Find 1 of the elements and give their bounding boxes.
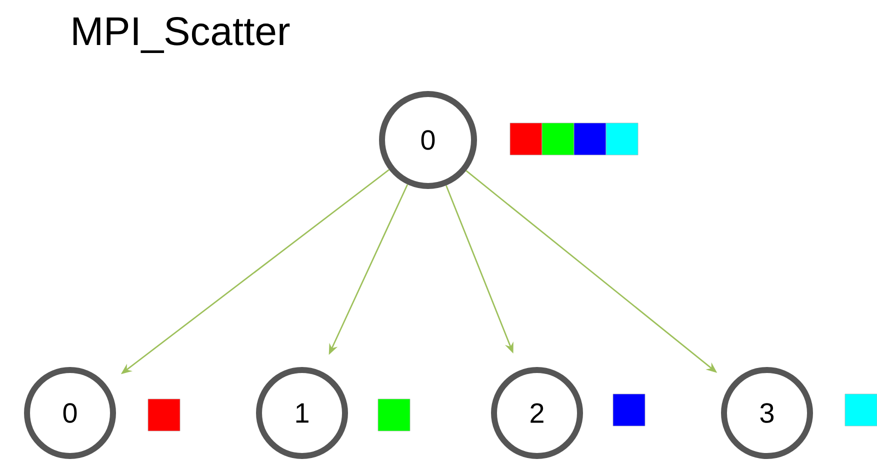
title: MPI_Scatter — [74, 17, 290, 53]
